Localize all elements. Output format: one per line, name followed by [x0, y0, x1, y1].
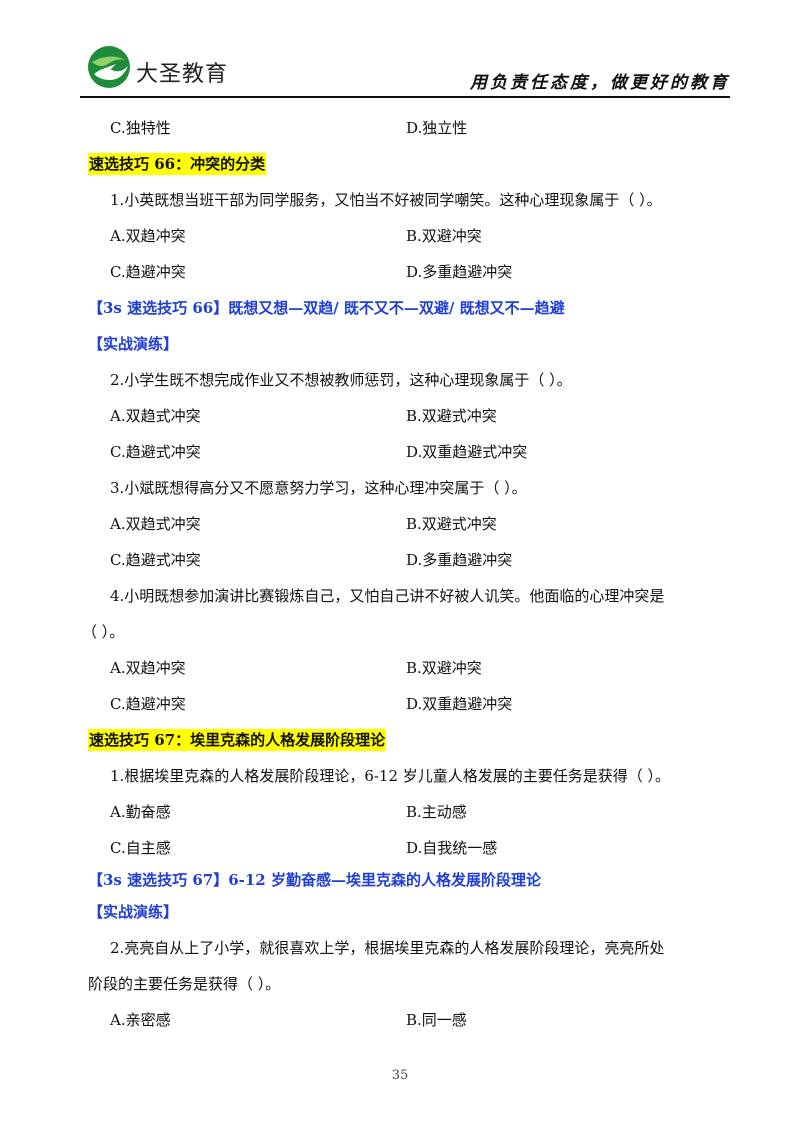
option-b: B.主动感 [406, 803, 467, 821]
option-d: D.多重趋避冲突 [406, 263, 513, 281]
question-66-4-continued: （ ）。 [82, 623, 125, 641]
option-b: B.双避式冲突 [406, 515, 497, 533]
question-66-3: 3.小斌既想得高分又不愿意努力学习，这种心理冲突属于（ ）。 [110, 479, 527, 497]
question-67-2: 2.亮亮自从上了小学，就很喜欢上学，根据埃里克森的人格发展阶段理论，亮亮所处 [110, 939, 665, 957]
option-row: A.双趋冲突 B.双避冲突 [88, 223, 738, 259]
option-d: D.自我统一感 [406, 839, 498, 857]
section-heading-66: 速选技巧 66：冲突的分类 [88, 153, 267, 175]
question-66-2: 2.小学生既不想完成作业又不想被教师惩罚，这种心理现象属于（ ）。 [110, 371, 572, 389]
option-row: A.双趋式冲突 B.双避式冲突 [88, 403, 738, 439]
tip-67: 【3s 速选技巧 67】6-12 岁勤奋感—埃里克森的人格发展阶段理论 [88, 871, 541, 889]
header-rule [80, 96, 730, 98]
question-67-2-continued: 阶段的主要任务是获得（ ）。 [88, 975, 281, 993]
question-66-4: 4.小明既想参加演讲比赛锻炼自己，又怕自己讲不好被人讥笑。他面临的心理冲突是 [110, 587, 665, 605]
question-67-1: 1.根据埃里克森的人格发展阶段理论，6-12 岁儿童人格发展的主要任务是获得（ … [110, 767, 671, 785]
page-content: C.独特性 D.独立性 速选技巧 66：冲突的分类 1.小英既想当班干部为同学服… [82, 115, 738, 1043]
option-row: A.双趋冲突 B.双避冲突 [88, 655, 738, 691]
option-row: C.趋避冲突 D.双重趋避冲突 [88, 691, 738, 727]
option-d: D.多重趋避冲突 [406, 551, 513, 569]
option-row: C.独特性 D.独立性 [88, 115, 738, 151]
option-row: A.亲密感 B.同一感 [88, 1007, 738, 1043]
option-row: C.趋避冲突 D.多重趋避冲突 [88, 259, 738, 295]
page-number: 35 [391, 1068, 409, 1083]
option-a: A.双趋冲突 [110, 659, 186, 677]
option-d: D.独立性 [406, 119, 468, 137]
option-c: C.趋避式冲突 [110, 443, 201, 461]
option-a: A.双趋式冲突 [110, 515, 201, 533]
slogan: 用负责任态度，做更好的教育 [470, 73, 730, 93]
option-row: A.双趋式冲突 B.双避式冲突 [88, 511, 738, 547]
option-c: C.趋避式冲突 [110, 551, 201, 569]
option-c: C.自主感 [110, 839, 171, 857]
option-row: C.自主感 D.自我统一感 [88, 835, 738, 867]
tip-66: 【3s 速选技巧 66】既想又想—双趋/ 既不又不—双避/ 既想又不—趋避 [88, 299, 565, 317]
drill-heading-66: 【实战演练】 [88, 335, 179, 353]
option-b: B.双避冲突 [406, 227, 482, 245]
option-row: A.勤奋感 B.主动感 [88, 799, 738, 835]
option-row: C.趋避式冲突 D.双重趋避式冲突 [88, 439, 738, 475]
option-c: C.趋避冲突 [110, 263, 186, 281]
option-a: A.勤奋感 [110, 803, 171, 821]
option-c: C.独特性 [110, 119, 171, 137]
option-d: D.双重趋避冲突 [406, 695, 513, 713]
option-row: C.趋避式冲突 D.多重趋避冲突 [88, 547, 738, 583]
option-b: B.双避冲突 [406, 659, 482, 677]
option-a: A.双趋式冲突 [110, 407, 201, 425]
option-b: B.同一感 [406, 1011, 467, 1029]
section-heading-67: 速选技巧 67：埃里克森的人格发展阶段理论 [88, 729, 387, 751]
question-66-1: 1.小英既想当班干部为同学服务，又怕当不好被同学嘲笑。这种心理现象属于（ ）。 [110, 191, 662, 209]
page-header: 大圣教育 用负责任态度，做更好的教育 [80, 38, 730, 98]
drill-heading-67: 【实战演练】 [88, 903, 179, 921]
option-a: A.亲密感 [110, 1011, 171, 1029]
option-c: C.趋避冲突 [110, 695, 186, 713]
option-d: D.双重趋避式冲突 [406, 443, 528, 461]
swallow-globe-logo-icon [88, 46, 130, 88]
brand-name: 大圣教育 [136, 62, 229, 87]
option-b: B.双避式冲突 [406, 407, 497, 425]
option-a: A.双趋冲突 [110, 227, 186, 245]
